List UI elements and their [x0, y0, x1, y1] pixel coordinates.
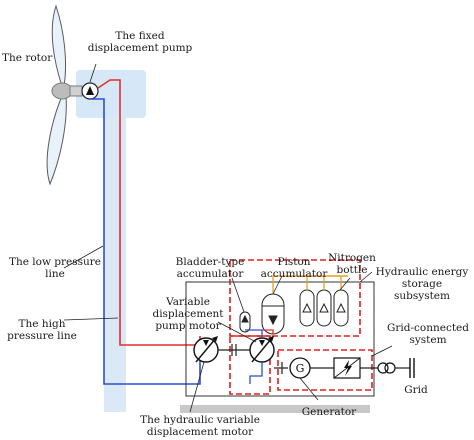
converter-symbol: [333, 357, 361, 379]
piston-accumulator-label: Piston accumulator: [260, 256, 328, 280]
pump-motor-hp-line: [262, 329, 274, 334]
pump-motor-boundary: [229, 335, 271, 395]
fixed-pump-symbol: [81, 82, 99, 100]
nitrogen-bottles: [299, 289, 349, 327]
energy-storage-boundary: [229, 259, 361, 337]
equipment-base: [180, 405, 370, 413]
grid-connected-label: Grid-connected system: [386, 322, 469, 346]
piston-accumulator-symbol: [261, 293, 285, 335]
high-pressure-line-label: The high pressure line: [7, 318, 77, 342]
grid-label: Grid: [404, 384, 428, 396]
variable-pump-motor-symbol: [249, 336, 275, 363]
nitrogen-bottle-label: Nitrogen bottle: [328, 252, 376, 276]
leader-lines: [63, 63, 393, 413]
machine-room: [185, 281, 375, 397]
shaft-coupling: [218, 344, 250, 356]
generator-label: Generator: [301, 406, 357, 418]
hydraulic-variable-motor-symbol: [193, 336, 219, 363]
rotor-label: The rotor: [2, 52, 53, 64]
energy-storage-label: Hydraulic energy storage subsystem: [375, 266, 469, 302]
grid-connected-boundary: [277, 349, 373, 391]
shaft-to-generator: [274, 362, 288, 374]
generator-letter: G: [296, 362, 305, 375]
transformer-symbol: [377, 362, 396, 374]
fixed-pump-label: The fixed displacement pump: [87, 30, 193, 54]
rotor: [46, 4, 83, 186]
nacelle-highlight: [76, 70, 146, 118]
bladder-accumulator-symbol: [239, 311, 251, 333]
variable-pump-motor-label: Variable displacement pump motor: [152, 296, 224, 332]
bladder-accumulator-label: Bladder-type accumulator: [175, 256, 245, 280]
low-pressure-line-label: The low pressure line: [8, 256, 102, 280]
tower: [104, 82, 126, 412]
nitrogen-connectors: [272, 275, 342, 294]
hydraulic-motor-label: The hydraulic variable displacement moto…: [140, 414, 260, 438]
grid-symbol: [409, 358, 415, 378]
